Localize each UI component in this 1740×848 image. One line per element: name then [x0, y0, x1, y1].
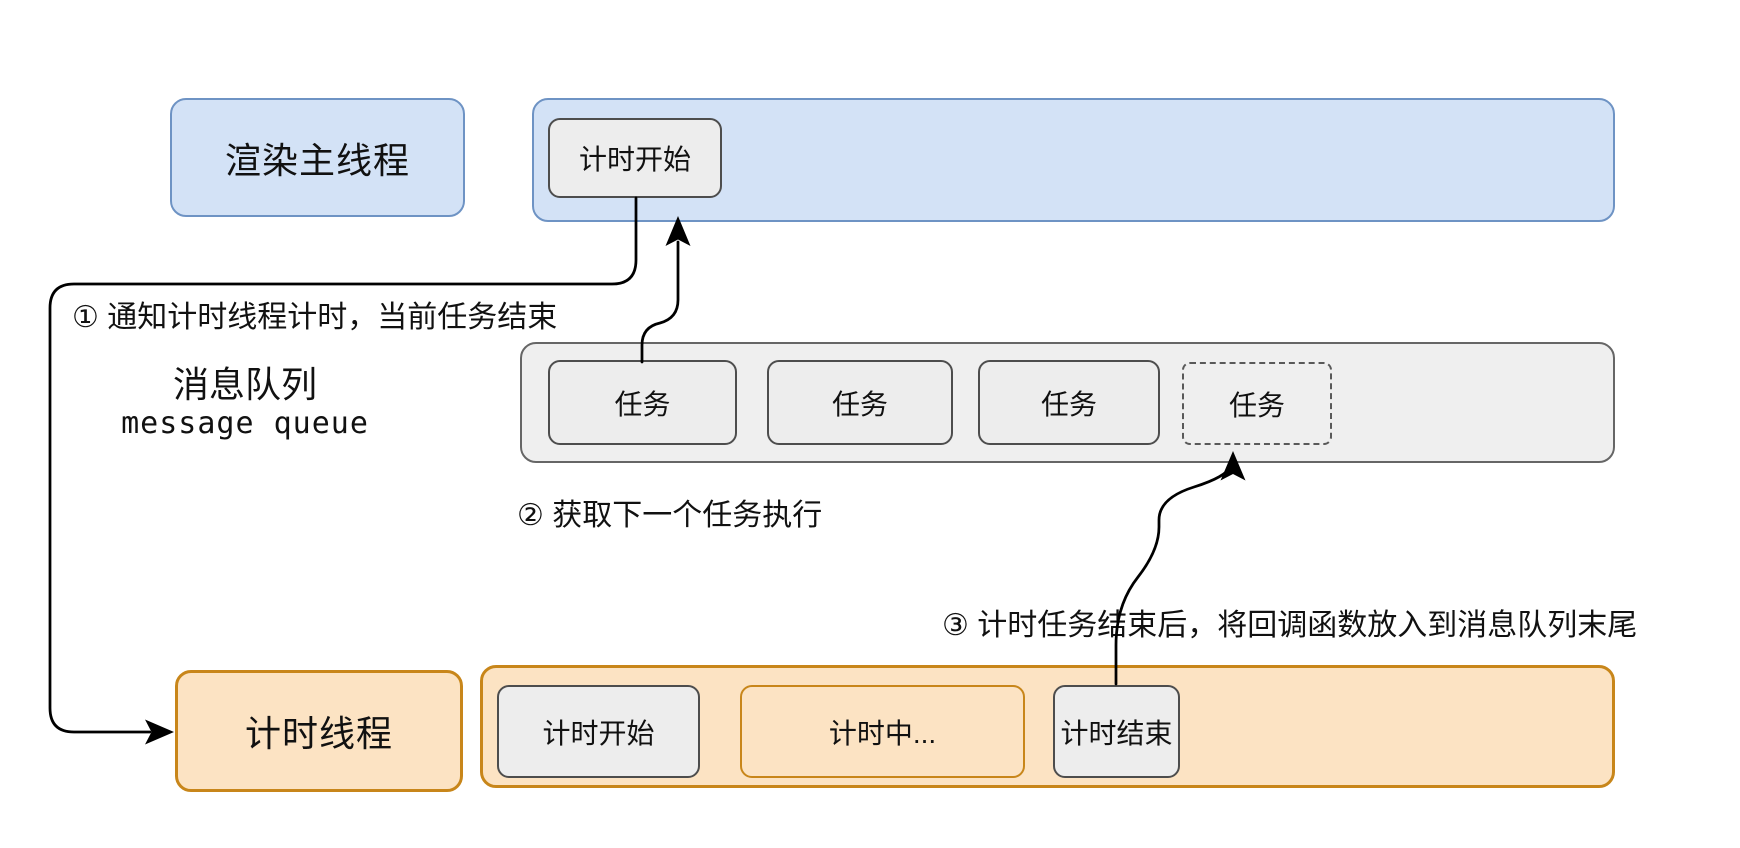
render-main-thread-box: 渲染主线程: [170, 98, 465, 217]
timer-start-task-box-top: 计时开始: [548, 118, 722, 198]
timer-start-step-box: 计时开始: [497, 685, 700, 778]
timer-start-task-label-top: 计时开始: [578, 144, 691, 175]
queue-task-box-4-dashed: 任务: [1182, 362, 1332, 445]
queue-task-label-1: 任务: [614, 388, 671, 420]
timer-running-step-box: 计时中...: [740, 685, 1025, 778]
render-main-thread-label: 渲染主线程: [224, 139, 410, 181]
arrow-step1-head: [145, 719, 174, 745]
queue-task-box-2: 任务: [767, 360, 953, 445]
message-queue-label-cn: 消息队列: [172, 364, 317, 405]
timer-end-step-box: 计时结束: [1053, 685, 1180, 778]
timer-running-step-label: 计时中...: [828, 717, 937, 749]
timer-thread-box: 计时线程: [175, 670, 463, 792]
annotation-step2: ② 获取下一个任务执行: [517, 499, 823, 532]
queue-task-box-1: 任务: [548, 360, 737, 445]
queue-task-box-3: 任务: [978, 360, 1160, 445]
arrow-step1: [48, 196, 638, 734]
queue-task-label-2: 任务: [831, 388, 888, 420]
message-queue-label-en: message queue: [121, 406, 369, 441]
timer-end-step-label: 计时结束: [1060, 717, 1173, 749]
queue-task-label-4: 任务: [1228, 389, 1285, 421]
arrow-step3: [1114, 464, 1233, 686]
timer-start-step-label: 计时开始: [542, 717, 655, 749]
timer-thread-label: 计时线程: [244, 713, 393, 754]
annotation-step3: ③ 计时任务结束后，将回调函数放入到消息队列末尾: [942, 609, 1638, 642]
queue-task-label-3: 任务: [1040, 388, 1097, 420]
annotation-step1: ① 通知计时线程计时，当前任务结束: [72, 301, 558, 334]
